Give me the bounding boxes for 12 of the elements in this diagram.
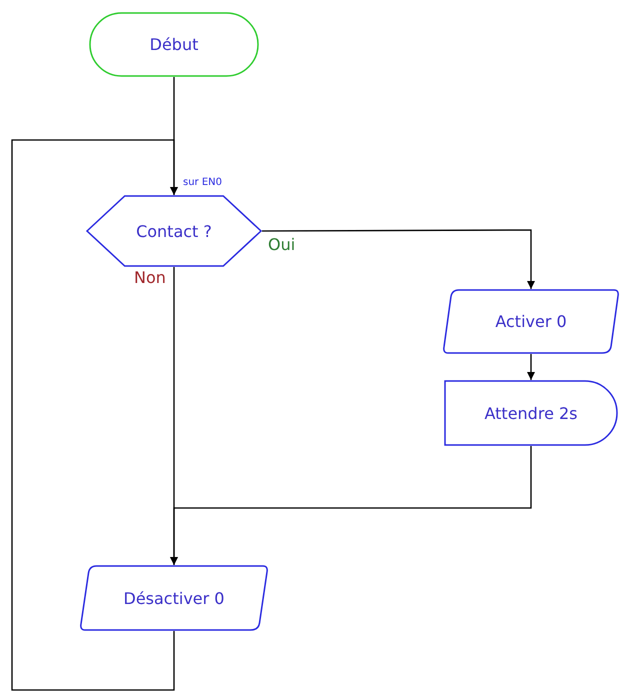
node-label: Contact ? (136, 222, 212, 240)
arrow (262, 229, 535, 289)
edge-label: Oui (268, 237, 296, 253)
arrow (170, 446, 532, 565)
node-label: Activer 0 (495, 312, 567, 331)
node-note: sur EN0 (183, 177, 222, 188)
arrow (527, 354, 535, 380)
node-label: Désactiver 0 (124, 588, 224, 608)
node-label: Attendre 2s (484, 404, 578, 422)
node-label: Début (150, 35, 198, 54)
edge-label: Non (134, 270, 166, 286)
arrow (11, 139, 178, 691)
